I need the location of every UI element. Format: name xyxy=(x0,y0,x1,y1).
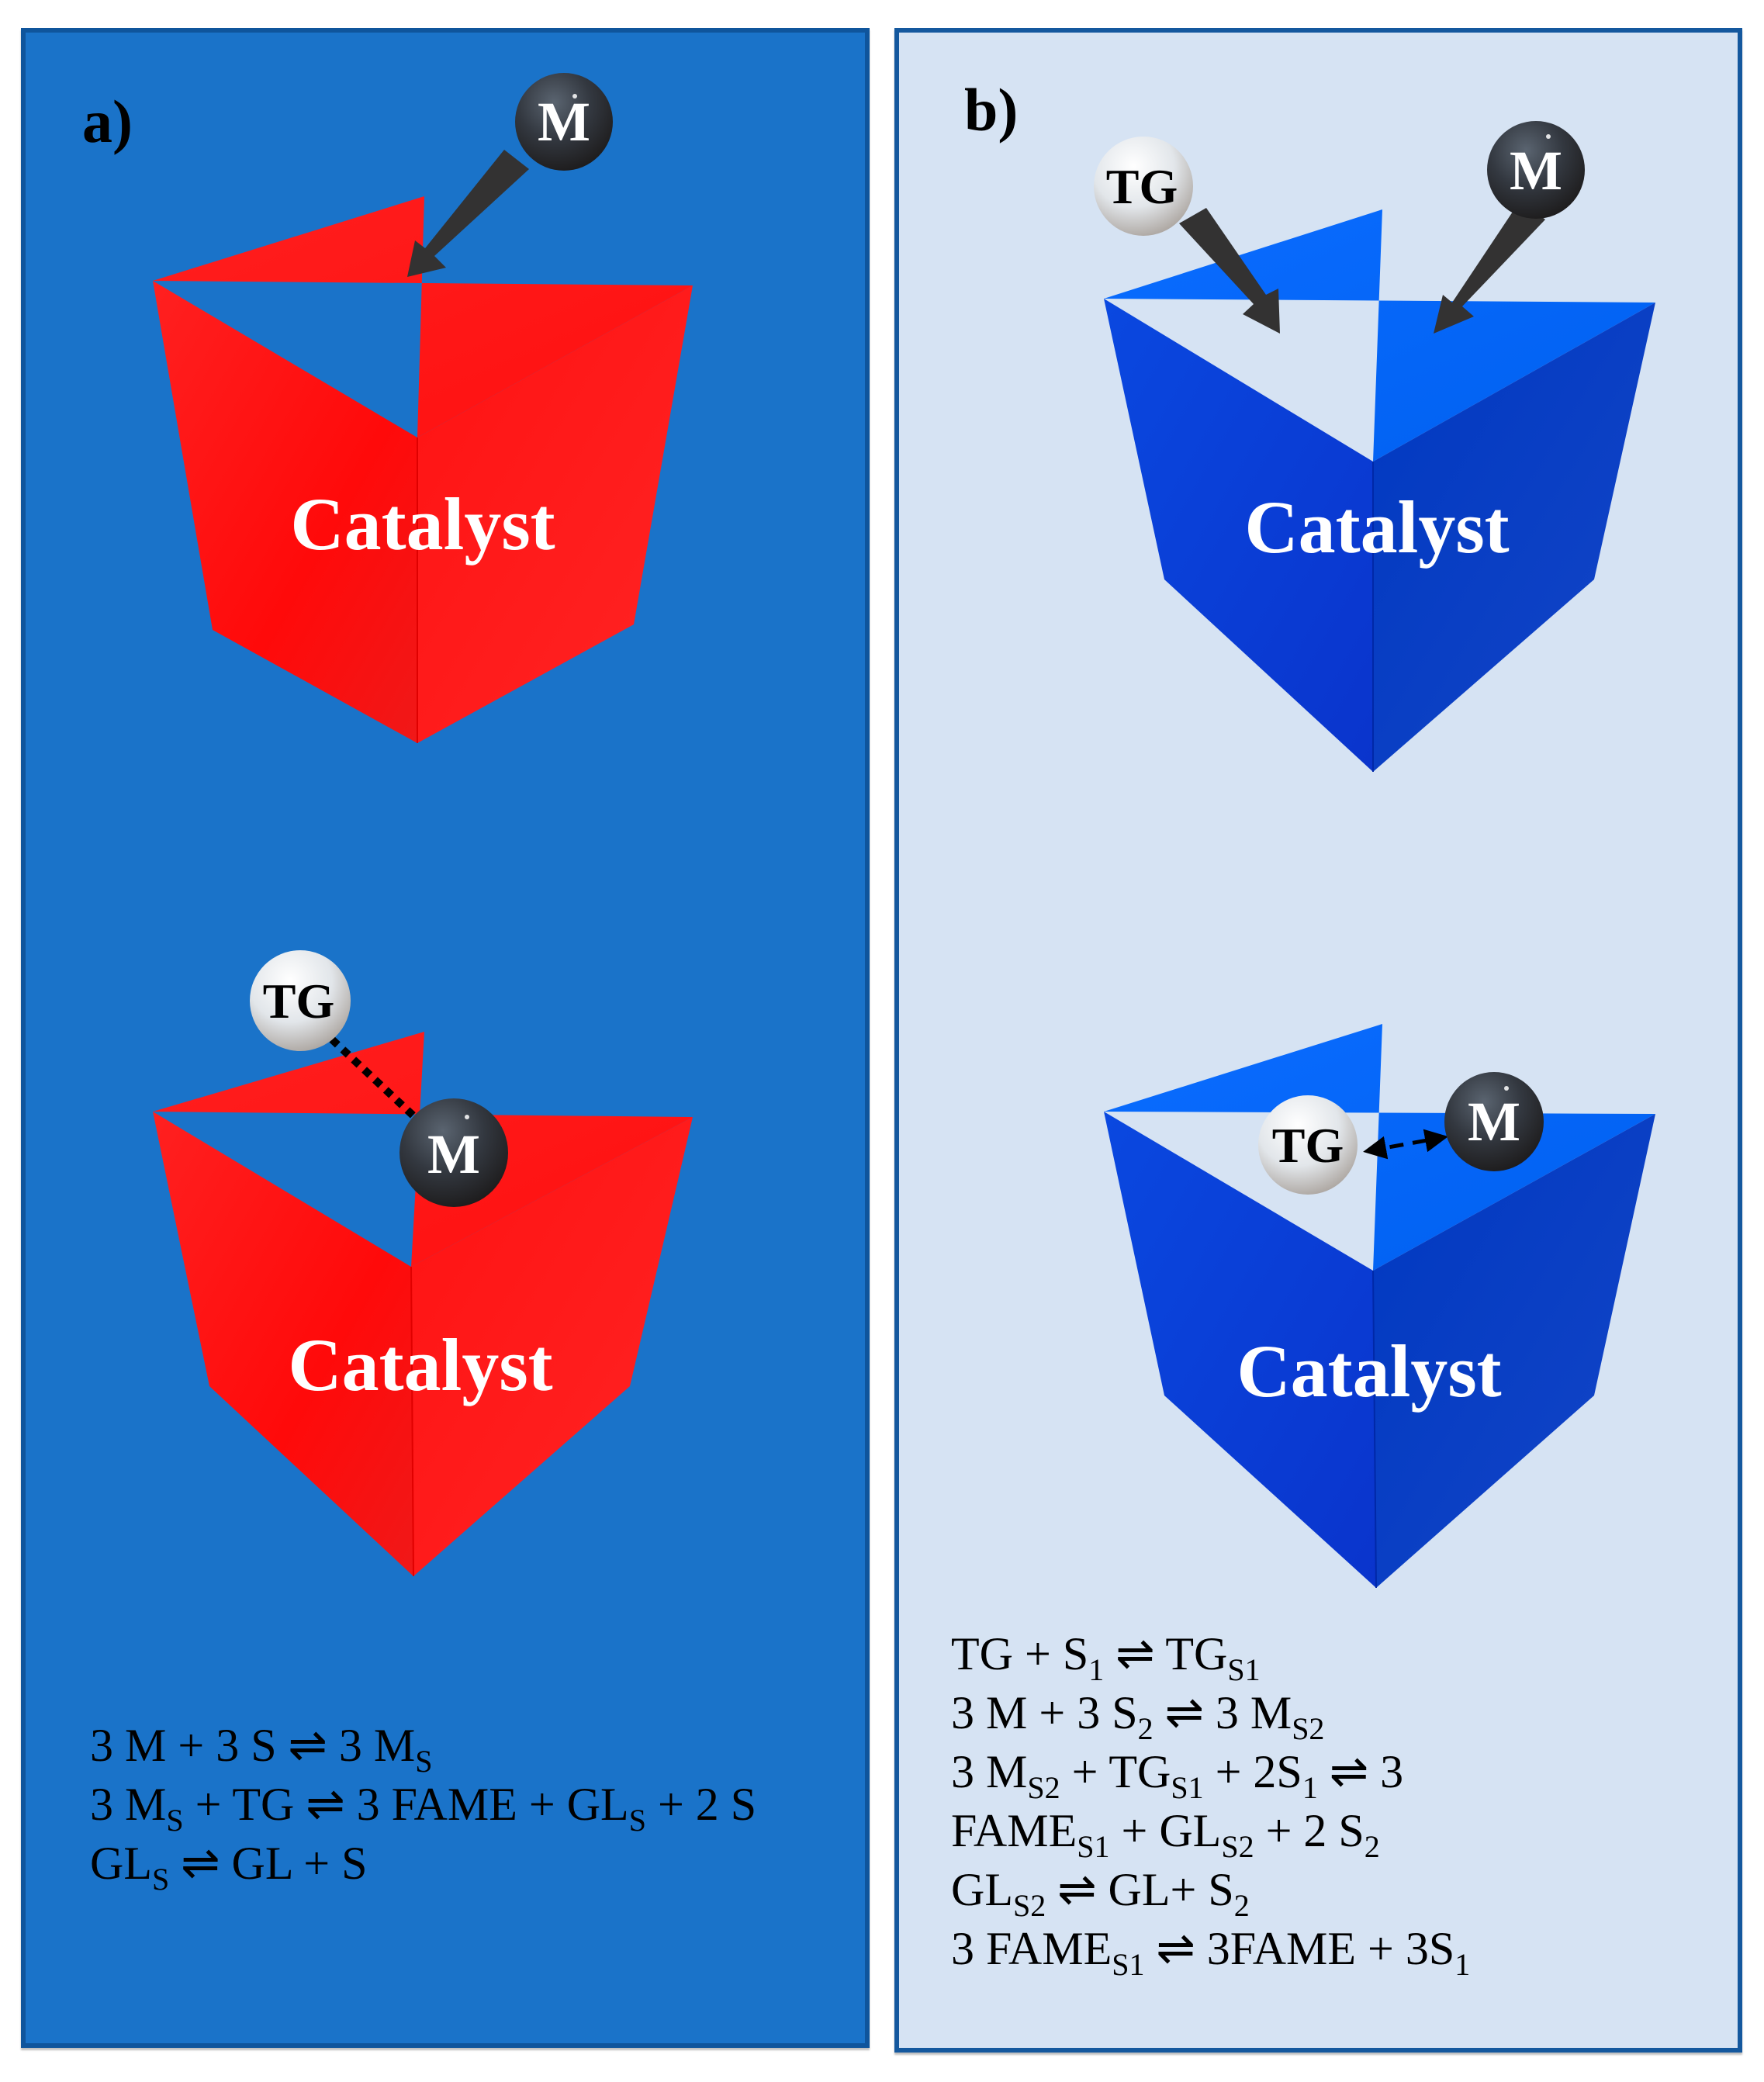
ball-label-tg: TG xyxy=(1106,159,1178,214)
arrow-icon xyxy=(1179,208,1280,334)
catalyst-cube-a1: Catalyst xyxy=(153,196,693,743)
molecule-tg-ball-b2: TG xyxy=(1258,1095,1358,1195)
equation-line: 3 MS + TG ⇌ 3 FAME + GLS + 2 S xyxy=(90,1779,757,1838)
adsorption-arrow-m-b1 xyxy=(1434,200,1545,334)
catalyst-label: Catalyst xyxy=(288,1323,552,1406)
adsorption-arrow-tg-b1 xyxy=(1179,208,1280,334)
equation-line: 3 M + 3 S2 ⇌ 3 MS2 xyxy=(951,1687,1325,1746)
sphere-icon xyxy=(1444,1072,1544,1171)
molecule-m-ball-a1: M xyxy=(515,73,613,171)
catalyst-label: Catalyst xyxy=(290,482,555,565)
molecule-m-ball-b2: M xyxy=(1444,1072,1544,1171)
ball-label-tg: TG xyxy=(263,974,334,1029)
equation-line: 3 FAMES1 ⇌ 3FAME + 3S1 xyxy=(951,1923,1471,1982)
arrow-icon xyxy=(407,150,529,277)
panel-label-b: b) xyxy=(964,76,1019,144)
ball-label-tg: TG xyxy=(1272,1118,1344,1173)
panel-label-a: a) xyxy=(82,88,133,155)
catalyst-label: Catalyst xyxy=(1237,1330,1501,1413)
ball-label-m: M xyxy=(538,91,590,153)
ball-label-m: M xyxy=(1510,140,1562,202)
equation-line: FAMES1 + GLS2 + 2 S2 xyxy=(951,1805,1380,1864)
molecule-tg-ball-b1: TG xyxy=(1094,137,1193,236)
cube-left-face xyxy=(1104,1112,1376,1588)
sphere-icon xyxy=(1258,1095,1358,1195)
cube-left-face xyxy=(153,281,417,743)
ball-label-m: M xyxy=(1468,1091,1520,1153)
equation-line: GLS ⇌ GL + S xyxy=(90,1838,368,1897)
cube-right-face xyxy=(411,1117,693,1576)
sphere-icon xyxy=(515,73,613,171)
catalyst-label: Catalyst xyxy=(1244,486,1509,569)
equation-line: 3 M + 3 S ⇌ 3 MS xyxy=(90,1720,433,1779)
dashed-interaction-double-arrow xyxy=(1363,1129,1448,1160)
equation-line: GLS2 ⇌ GL+ S2 xyxy=(951,1864,1250,1923)
cube-right-face xyxy=(417,285,693,743)
molecule-m-ball-a2: M xyxy=(399,1098,508,1207)
sphere-icon xyxy=(1094,137,1193,236)
catalyst-cube-a2: Catalyst xyxy=(153,1032,693,1577)
equation-line: 3 MS2 + TGS1 + 2S1 ⇌ 3 xyxy=(951,1746,1404,1805)
adsorption-arrow-m-a1 xyxy=(407,150,529,277)
arrow-icon xyxy=(1434,200,1545,334)
cube-right-face xyxy=(1373,1114,1655,1588)
equation-line: TG + S1 ⇌ TGS1 xyxy=(951,1628,1261,1687)
sphere-icon xyxy=(399,1098,508,1207)
cube-left-face xyxy=(1104,299,1373,772)
cube-right-face xyxy=(1373,303,1655,772)
dotted-interaction-line xyxy=(329,1036,422,1124)
sphere-icon xyxy=(250,950,351,1051)
catalyst-cube-b2: Catalyst xyxy=(1104,1024,1655,1589)
molecule-tg-ball-a2: TG xyxy=(250,950,351,1051)
cube-top-face xyxy=(153,196,693,437)
ball-label-m: M xyxy=(427,1123,480,1185)
cube-left-face xyxy=(153,1112,413,1576)
catalyst-cube-b1: Catalyst xyxy=(1104,209,1655,772)
molecule-m-ball-b1: M xyxy=(1487,121,1585,219)
sphere-icon xyxy=(1487,121,1585,219)
